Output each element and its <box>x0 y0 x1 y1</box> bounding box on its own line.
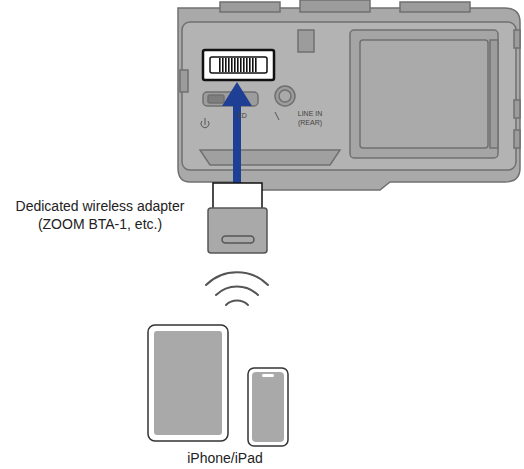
switch-label: ED <box>234 112 250 120</box>
usb-port <box>203 50 274 80</box>
port-label: LINE IN <box>290 110 330 118</box>
device-label: iPhone/iPad <box>168 449 282 467</box>
port-label: (REAR) <box>290 119 330 127</box>
iphone-icon <box>248 368 288 446</box>
wireless-adapter <box>208 183 267 253</box>
wireless-waves <box>206 272 268 305</box>
adapter-label: Dedicated wireless adapter (ZOOM BTA-1, … <box>2 197 198 233</box>
recorder-body <box>178 0 520 190</box>
insert-arrow <box>222 82 252 184</box>
ipad-icon <box>148 325 228 441</box>
